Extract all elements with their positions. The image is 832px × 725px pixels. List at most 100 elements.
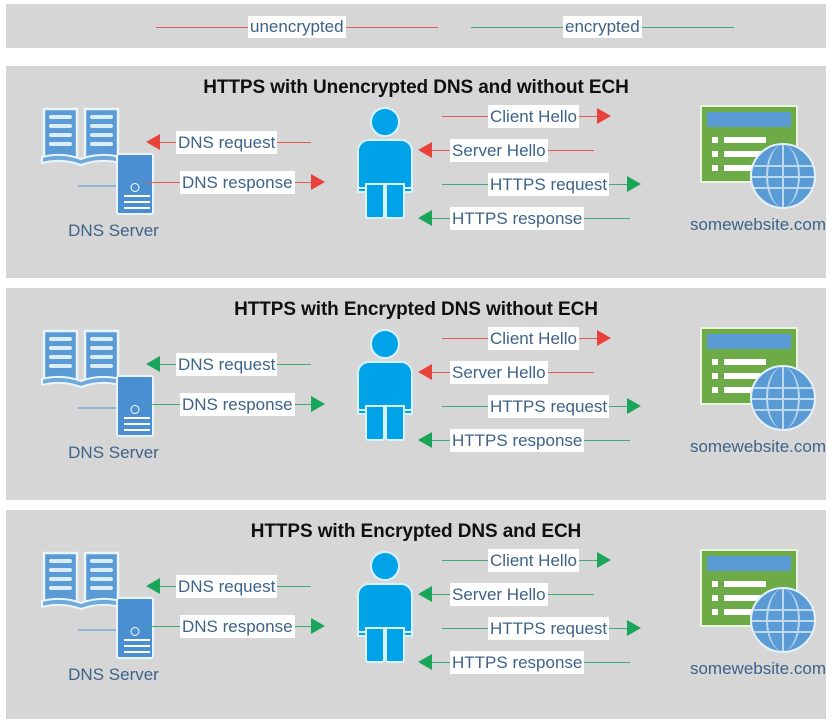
- list-bullet: [712, 387, 718, 393]
- list-bullet: [712, 137, 718, 143]
- arrow-head-left: [418, 432, 432, 448]
- flow-arrow-https-request: HTTPS request: [442, 172, 642, 196]
- gear-icon: [130, 183, 140, 192]
- website-group: somewebsite.com: [678, 325, 832, 475]
- flow-arrow-dns-response: DNS response: [146, 170, 325, 194]
- browser-title-bar: [707, 112, 791, 127]
- list-line: [724, 595, 766, 601]
- server-rack-icon: [116, 153, 154, 215]
- list-bullet: [712, 151, 718, 157]
- arrow-line: [146, 181, 180, 183]
- dns-server-group: DNS Server: [36, 547, 196, 697]
- flow-label: Client Hello: [488, 548, 579, 572]
- list-bullet: [712, 373, 718, 379]
- arrow-line: [442, 115, 488, 117]
- arrow-head-left: [146, 578, 160, 594]
- user-person-icon: [354, 551, 416, 663]
- list-line: [724, 137, 766, 143]
- server-line: [124, 423, 150, 425]
- globe-icon: [750, 365, 816, 431]
- flow-label: DNS response: [180, 170, 295, 194]
- arrow-line: [609, 183, 628, 185]
- arrow-line: [160, 363, 176, 365]
- flow-label: HTTPS request: [488, 394, 610, 418]
- website-label: somewebsite.com: [689, 659, 827, 678]
- server-line: [124, 639, 150, 641]
- flow-label: HTTPS response: [450, 650, 585, 674]
- arrow-line: [609, 405, 628, 407]
- user-person-icon: [354, 107, 416, 219]
- globe-parallel: [752, 176, 814, 178]
- arrow-line: [294, 181, 311, 183]
- legend-line-right-encrypted: [641, 26, 734, 28]
- person-leg-left: [365, 627, 385, 663]
- browser-title-bar: [707, 556, 791, 571]
- arrow-head-right: [627, 398, 642, 414]
- arrow-head-right: [310, 174, 325, 190]
- person-head: [370, 329, 400, 359]
- arrow-line: [442, 337, 488, 339]
- legend-line-left-unencrypted: [156, 26, 248, 28]
- website-label: somewebsite.com: [689, 215, 827, 234]
- globe-parallel: [752, 387, 814, 389]
- globe-parallel: [752, 609, 814, 611]
- flow-label: Server Hello: [450, 360, 548, 384]
- arrow-head-left: [418, 586, 432, 602]
- person-head: [370, 107, 400, 137]
- user-person-icon: [354, 329, 416, 441]
- flow-arrow-dns-response: DNS response: [146, 614, 325, 638]
- person-leg-right: [385, 627, 405, 663]
- flow-arrow-dns-request: DNS request: [146, 574, 312, 598]
- person-leg-right: [385, 183, 405, 219]
- browser-title-bar: [707, 334, 791, 349]
- arrow-line: [442, 559, 488, 561]
- flow-label: HTTPS request: [488, 616, 610, 640]
- flow-label: Client Hello: [488, 104, 579, 128]
- arrow-head-right: [627, 176, 642, 192]
- arrow-head-right: [596, 552, 611, 568]
- arrow-line: [432, 217, 450, 219]
- website-group: somewebsite.com: [678, 103, 832, 253]
- globe-parallel: [752, 187, 814, 189]
- arrow-head-right: [310, 396, 325, 412]
- flow-arrow-https-request: HTTPS request: [442, 394, 642, 418]
- flow-label: Server Hello: [450, 582, 548, 606]
- server-line: [124, 651, 150, 653]
- arrow-head-left: [418, 364, 432, 380]
- globe-parallel: [752, 165, 814, 167]
- list-line: [724, 581, 766, 587]
- arrow-line: [584, 217, 631, 219]
- legend-line-right-unencrypted: [345, 26, 438, 28]
- server-link-line: [78, 185, 120, 187]
- flow-label: HTTPS response: [450, 206, 585, 230]
- flow-label: Server Hello: [450, 138, 548, 162]
- flow-label: DNS request: [176, 130, 278, 154]
- flow-label: DNS request: [176, 352, 278, 376]
- legend-line-left-encrypted: [471, 26, 563, 28]
- flow-label: HTTPS response: [450, 428, 585, 452]
- person-head: [370, 551, 400, 581]
- flow-arrow-https-response: HTTPS response: [418, 428, 631, 452]
- flow-arrow-https-response: HTTPS response: [418, 650, 631, 674]
- server-line: [124, 645, 150, 647]
- flow-arrow-https-response: HTTPS response: [418, 206, 631, 230]
- person-leg-right: [385, 405, 405, 441]
- scenario-panel-1: HTTPS with Unencrypted DNS and without E…: [6, 66, 826, 278]
- flow-label: Client Hello: [488, 326, 579, 350]
- arrow-line: [432, 661, 450, 663]
- globe-parallel: [752, 409, 814, 411]
- flow-arrow-client-hello: Client Hello: [442, 104, 611, 128]
- list-bullet: [712, 359, 718, 365]
- arrow-line: [442, 405, 488, 407]
- legend-label-encrypted: encrypted: [563, 16, 642, 38]
- list-bullet: [712, 581, 718, 587]
- arrow-line: [432, 149, 450, 151]
- arrow-line: [432, 593, 450, 595]
- flow-label: DNS response: [180, 392, 295, 416]
- server-rack-icon: [116, 375, 154, 437]
- arrow-line: [442, 183, 488, 185]
- flow-label: DNS response: [180, 614, 295, 638]
- arrow-head-right: [627, 620, 642, 636]
- flow-arrow-server-hello: Server Hello: [418, 360, 594, 384]
- list-bullet: [712, 609, 718, 615]
